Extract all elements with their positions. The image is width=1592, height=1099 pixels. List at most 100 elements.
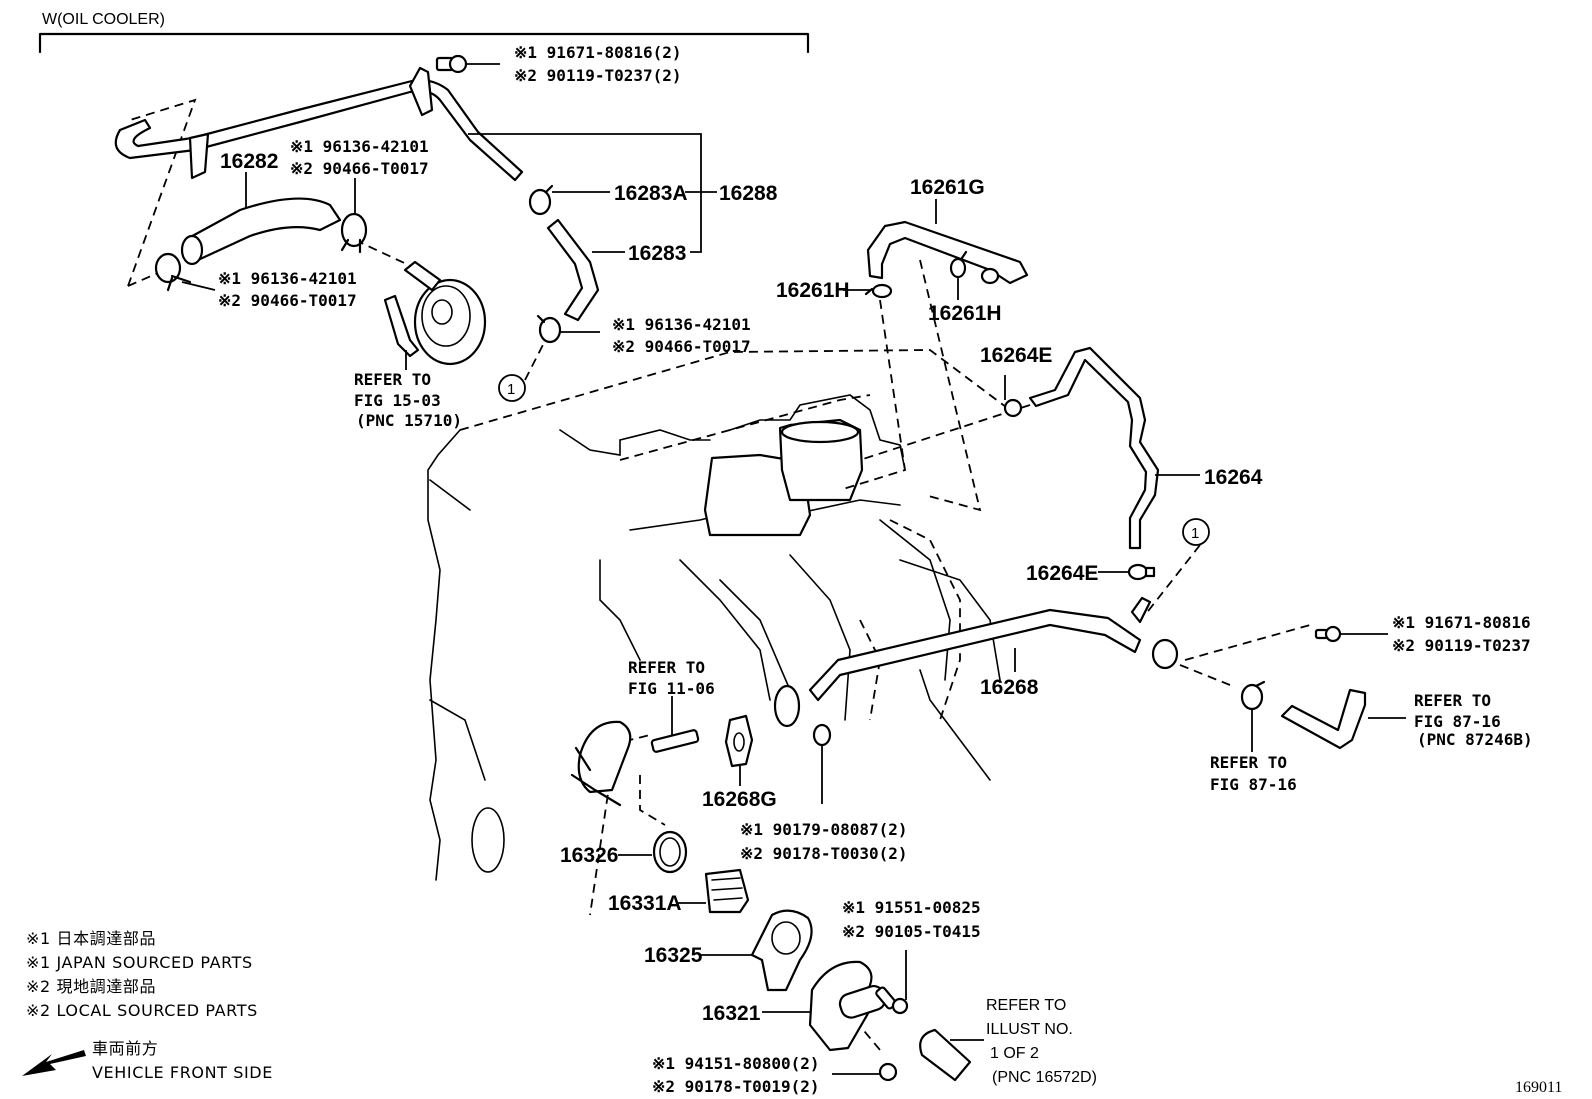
bolt-top[interactable]: [435, 54, 468, 74]
radiator-hose: [919, 1028, 972, 1082]
callout-clamp-16282-lower: ※1 96136-42101 ※2 90466-T0017: [218, 269, 357, 310]
engine-block: [427, 349, 1011, 881]
clamp-16283-lower[interactable]: [536, 314, 562, 344]
label-16325: 16325: [644, 944, 703, 967]
ref-clamp-right[interactable]: REFER TO FIG 87-16: [1210, 753, 1297, 794]
svg-text:REFER TO: REFER TO: [628, 658, 705, 677]
svg-text:1 OF 2: 1 OF 2: [990, 1045, 1039, 1062]
connection-marker-1-right: 1: [1182, 518, 1210, 546]
water-inlet-16321[interactable]: [808, 960, 888, 1052]
svg-text:※2 90105-T0415: ※2 90105-T0415: [842, 922, 981, 941]
thermostat-16331A[interactable]: [704, 868, 750, 914]
ref-stud[interactable]: REFER TO FIG 11-06: [628, 658, 715, 698]
gasket-16325[interactable]: [750, 909, 813, 992]
svg-text:※1 96136-42101: ※1 96136-42101: [612, 315, 751, 334]
svg-text:※1 96136-42101: ※1 96136-42101: [218, 269, 357, 288]
variant-bracket: [38, 32, 810, 54]
clamp-right[interactable]: [1240, 680, 1266, 711]
callout-bolt-top: ※1 91671-80816(2) ※2 90119-T0237(2): [514, 43, 682, 85]
svg-text:ILLUST NO.: ILLUST NO.: [986, 1021, 1073, 1038]
svg-text:※2 90178-T0030(2): ※2 90178-T0030(2): [740, 844, 908, 863]
figure-number: 169011: [1515, 1079, 1562, 1096]
label-16264: 16264: [1204, 466, 1263, 489]
svg-text:※1 96136-42101: ※1 96136-42101: [290, 137, 429, 156]
hose-right[interactable]: [1280, 688, 1367, 750]
svg-text:※1 90179-08087(2): ※1 90179-08087(2): [740, 820, 908, 839]
legend: ※1 日本調達部品 ※1 JAPAN SOURCED PARTS ※2 現地調達…: [26, 929, 258, 1020]
connection-marker-1-left: 1: [498, 374, 526, 402]
legend-item: ※2 現地調達部品: [26, 977, 156, 996]
label-16331A: 16331A: [608, 892, 682, 915]
ref-radiator-hose[interactable]: REFER TO ILLUST NO. 1 OF 2 (PNC 16572D): [986, 997, 1097, 1086]
svg-text:車両前方: 車両前方: [92, 1039, 158, 1058]
svg-text:(PNC 87246B): (PNC 87246B): [1417, 730, 1533, 749]
label-16261G: 16261G: [910, 176, 985, 199]
clamp-16282-lower[interactable]: [154, 252, 192, 292]
svg-text:※1 91671-80816: ※1 91671-80816: [1392, 613, 1531, 632]
svg-text:※1 91551-00825: ※1 91551-00825: [842, 898, 981, 917]
oil-cooler: [383, 260, 487, 366]
hose-16261G[interactable]: [866, 220, 1029, 285]
arrow-left-icon: [22, 1050, 86, 1076]
label-16288: 16288: [719, 182, 778, 205]
label-16261H-left: 16261H: [776, 279, 850, 302]
bolt-right[interactable]: [1314, 625, 1342, 643]
pipe-16282[interactable]: [114, 66, 524, 182]
svg-text:※1 91671-80816(2): ※1 91671-80816(2): [514, 43, 682, 62]
gasket-16268G[interactable]: [724, 714, 754, 768]
svg-text:※2 90466-T0017: ※2 90466-T0017: [612, 337, 751, 356]
gasket-16326[interactable]: [652, 830, 688, 874]
callout-clamp-16283-lower: ※1 96136-42101 ※2 90466-T0017: [612, 315, 751, 356]
svg-text:※2 90466-T0017: ※2 90466-T0017: [290, 159, 429, 178]
svg-text:※2 90466-T0017: ※2 90466-T0017: [218, 291, 357, 310]
label-16283A: 16283A: [614, 182, 688, 205]
label-16282: 16282: [220, 150, 278, 173]
label-16283: 16283: [628, 242, 686, 265]
ref-hose-right[interactable]: REFER TO FIG 87-16 (PNC 87246B): [1414, 691, 1533, 749]
clamp-16264E-top[interactable]: [1003, 398, 1023, 418]
stud[interactable]: [650, 729, 700, 753]
hose-16282[interactable]: [180, 197, 342, 266]
clamp-16261H-right[interactable]: [949, 250, 968, 279]
variant-label: W(OIL COOLER): [42, 11, 165, 28]
callout-bolt-right: ※1 91671-80816 ※2 90119-T0237: [1392, 613, 1531, 655]
clamp-16283A[interactable]: [528, 184, 554, 216]
ref-oil-cooler[interactable]: REFER TO FIG 15-03 (PNC 15710): [354, 370, 462, 430]
svg-text:REFER TO: REFER TO: [1414, 691, 1491, 710]
legend-item: ※1 JAPAN SOURCED PARTS: [26, 953, 253, 972]
svg-text:REFER TO: REFER TO: [354, 370, 431, 389]
svg-text:※2 90119-T0237: ※2 90119-T0237: [1392, 636, 1531, 655]
nut-16321[interactable]: [878, 1062, 898, 1082]
clamp-16264E-bottom[interactable]: [1127, 563, 1156, 581]
svg-text:FIG 87-16: FIG 87-16: [1414, 712, 1501, 731]
svg-text:VEHICLE FRONT SIDE: VEHICLE FRONT SIDE: [92, 1063, 273, 1082]
label-16264E-bottom: 16264E: [1026, 562, 1098, 585]
callout-nut-16321: ※1 94151-80800(2) ※2 90178-T0019(2): [652, 1054, 820, 1096]
vehicle-front-indicator: 車両前方 VEHICLE FRONT SIDE: [22, 1039, 273, 1082]
svg-text:※1 94151-80800(2): ※1 94151-80800(2): [652, 1054, 820, 1073]
nut-16268[interactable]: [812, 723, 832, 747]
label-16268: 16268: [980, 676, 1039, 699]
pipe-16268[interactable]: [773, 596, 1179, 728]
bolt-16321[interactable]: [875, 986, 909, 1015]
hose-16283[interactable]: [546, 218, 600, 322]
clamp-16282-upper[interactable]: [340, 212, 368, 254]
hose-16264[interactable]: [1028, 346, 1160, 550]
svg-text:1: 1: [507, 381, 515, 398]
legend-item: ※2 LOCAL SOURCED PARTS: [26, 1001, 258, 1020]
label-16321: 16321: [702, 1002, 761, 1025]
svg-text:FIG 15-03: FIG 15-03: [354, 391, 441, 410]
label-16326: 16326: [560, 844, 618, 867]
svg-text:1: 1: [1191, 525, 1199, 542]
clamp-16261H-left[interactable]: [864, 283, 893, 299]
callout-nut-16268: ※1 90179-08087(2) ※2 90178-T0030(2): [740, 820, 908, 863]
svg-text:FIG 87-16: FIG 87-16: [1210, 775, 1297, 794]
svg-text:REFER TO: REFER TO: [1210, 753, 1287, 772]
svg-text:(PNC 16572D): (PNC 16572D): [992, 1069, 1097, 1086]
water-inlet-flange: [570, 720, 632, 807]
callout-bolt-16321: ※1 91551-00825 ※2 90105-T0415: [842, 898, 981, 941]
legend-item: ※1 日本調達部品: [26, 929, 156, 948]
svg-text:※2 90178-T0019(2): ※2 90178-T0019(2): [652, 1077, 820, 1096]
svg-text:REFER TO: REFER TO: [986, 997, 1066, 1014]
